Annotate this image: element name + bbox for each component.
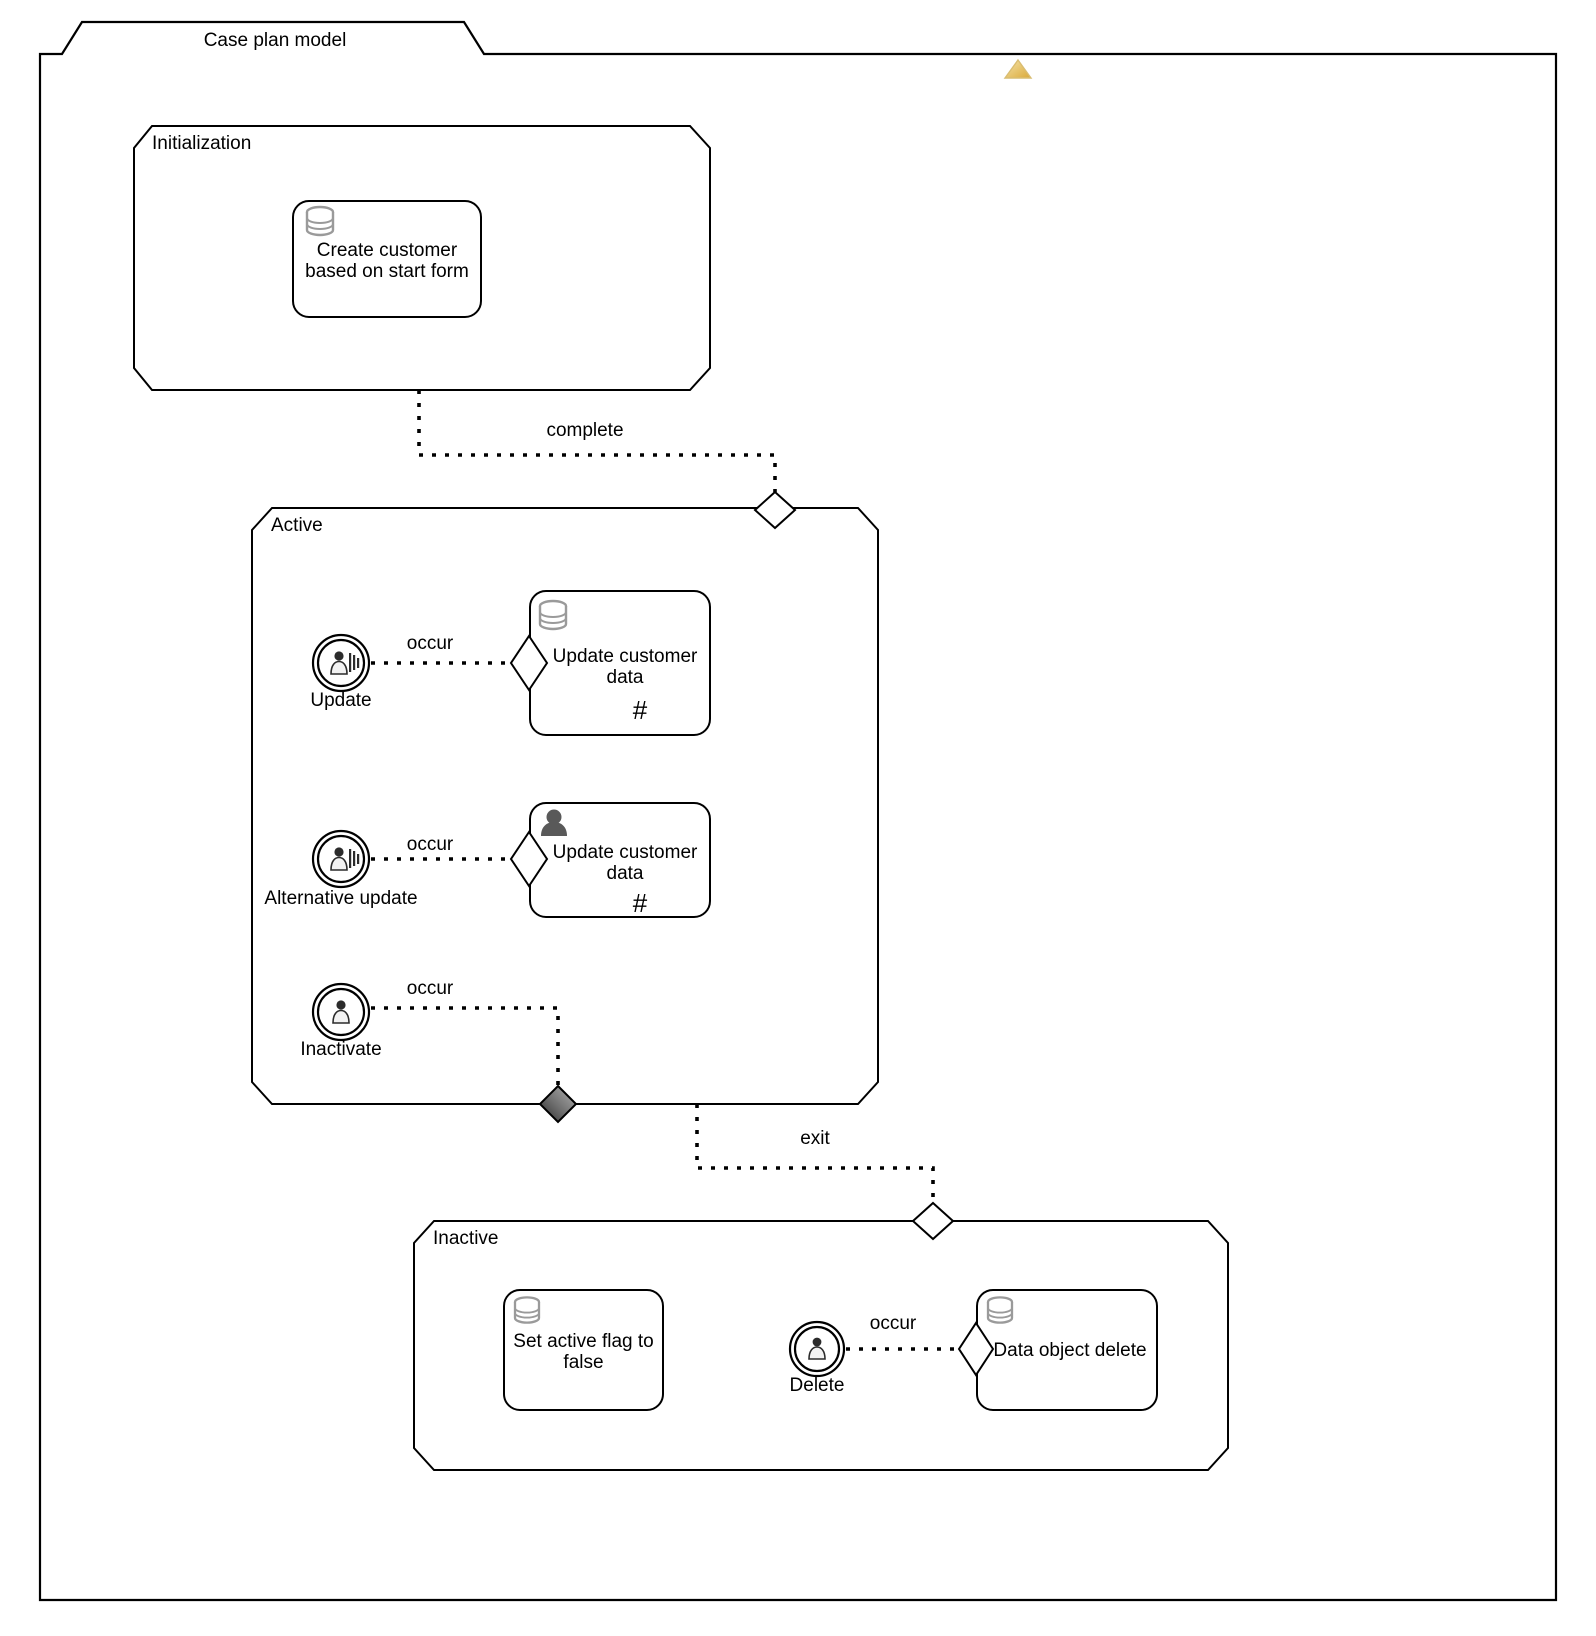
task-label-update-customer-data-human: Update customer data — [552, 842, 698, 884]
human-task-person-icon — [541, 809, 567, 836]
sentry-active-entry[interactable] — [753, 490, 797, 530]
stage-title-initialization: Initialization — [152, 133, 252, 154]
listener-inactivate[interactable] — [311, 982, 371, 1042]
connector-label-occur-inactivate: occur — [406, 978, 454, 999]
connector-label-occur-delete: occur — [869, 1313, 917, 1334]
connector-exit — [695, 1104, 935, 1203]
sentry-update-customer-data-human-entry[interactable] — [509, 830, 549, 888]
connector-label-occur-alternative-update: occur — [406, 834, 454, 855]
listener-label-delete: Delete — [789, 1375, 845, 1396]
sentry-update-customer-data-process-entry[interactable] — [509, 634, 549, 692]
listener-label-update: Update — [310, 690, 372, 711]
sentry-data-object-delete-entry[interactable] — [957, 1321, 995, 1377]
task-label-data-object-delete: Data object delete — [993, 1340, 1147, 1361]
sentry-inactive-entry[interactable] — [911, 1201, 955, 1241]
connector-label-complete: complete — [546, 420, 624, 441]
task-set-active-flag[interactable] — [503, 1289, 664, 1411]
process-task-database-icon — [538, 599, 568, 631]
case-plan-model-title: Case plan model — [203, 30, 347, 51]
listener-update[interactable] — [311, 633, 371, 693]
process-task-database-icon — [305, 205, 335, 237]
stage-title-inactive: Inactive — [433, 1228, 499, 1249]
listener-label-inactivate: Inactivate — [300, 1039, 382, 1060]
user-event-listener-icon — [808, 1337, 826, 1360]
connector-label-occur-update: occur — [406, 633, 454, 654]
task-label-update-customer-data-process: Update customer data — [552, 646, 698, 688]
task-label-set-active-flag: Set active flag to false — [513, 1331, 654, 1373]
connector-label-exit: exit — [800, 1128, 830, 1149]
listener-delete[interactable] — [788, 1320, 846, 1378]
process-task-database-icon — [513, 1296, 541, 1324]
repetition-marker-human-task: # — [632, 888, 648, 918]
process-task-database-icon — [986, 1296, 1014, 1324]
listener-label-alternative-update: Alternative update — [264, 888, 418, 909]
repetition-marker-process-task: # — [632, 695, 648, 725]
user-event-listener-icon — [332, 1000, 350, 1024]
user-event-listener-icon — [330, 847, 360, 871]
stage-title-active: Active — [271, 515, 323, 536]
task-update-customer-data-process[interactable] — [529, 590, 711, 736]
task-create-customer[interactable] — [292, 200, 482, 318]
sentry-active-exit[interactable] — [538, 1084, 578, 1124]
autocomplete-triangle-icon — [1003, 58, 1033, 79]
task-label-create-customer: Create customer based on start form — [305, 240, 469, 282]
user-event-listener-icon — [330, 651, 360, 675]
listener-alternative-update[interactable] — [311, 829, 371, 889]
